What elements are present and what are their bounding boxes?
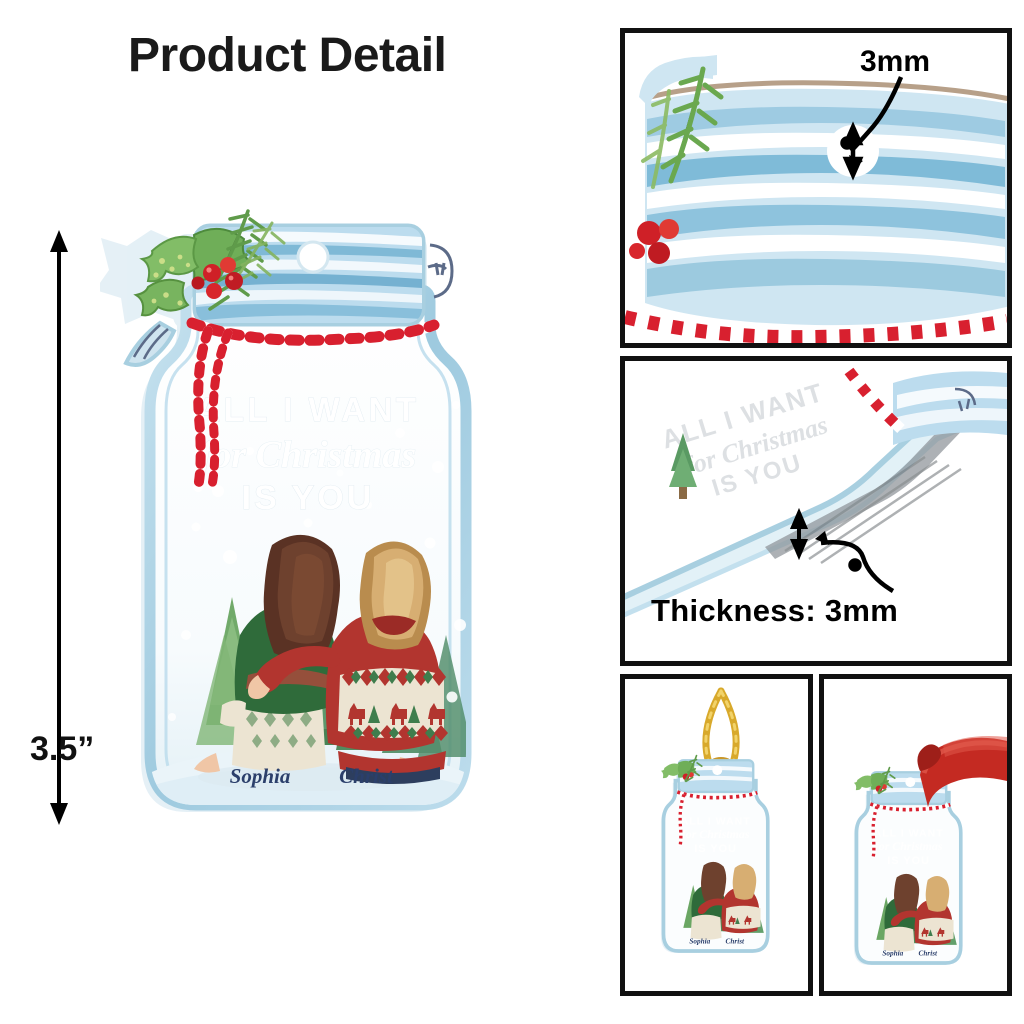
bakers-twine: [186, 317, 440, 492]
bakers-twine: [844, 367, 905, 434]
dimension-arrow-icon: [50, 230, 68, 825]
callout-leader: [815, 531, 895, 593]
svg-text:Sophia: Sophia: [689, 938, 710, 946]
holly-berries: [629, 219, 679, 264]
svg-text:IS YOU: IS YOU: [694, 843, 737, 855]
svg-text:Sophia: Sophia: [882, 950, 903, 958]
panel-red-ribbon-view: ALL I WANT for Christmas IS YOU Sophia C…: [819, 674, 1012, 996]
pine-sprig: [660, 66, 724, 184]
hanging-hole: [296, 240, 330, 274]
height-label: 3.5”: [30, 730, 95, 768]
name-woman: Sophia: [230, 764, 291, 788]
panel-thickness-detail: ALL I WANT for Christmas IS YOU: [620, 356, 1012, 666]
ornament-quote: ALL I WANT for Christmas IS YOU: [196, 391, 419, 518]
red-ribbon-hanger: [917, 736, 1007, 807]
svg-text:ALL I WANT: ALL I WANT: [874, 827, 944, 839]
lid-corner: [893, 371, 1007, 445]
holly-berries: [191, 257, 243, 299]
couple-illustration: [194, 534, 448, 791]
svg-text:IS YOU: IS YOU: [887, 855, 930, 867]
height-dimension: 3.5”: [18, 230, 128, 830]
panel-gold-cord-view: ALL I WANT for Christmas IS YOU Sophia C…: [620, 674, 813, 996]
holly-decoration: [123, 209, 286, 367]
mini-tree: [669, 433, 697, 499]
callout-leader: [840, 76, 904, 169]
panel-hole-detail: 3mm: [620, 28, 1012, 348]
ornament-names: Sophia Christ: [230, 764, 394, 788]
bakers-twine: [625, 310, 1007, 343]
quote-line-3: IS YOU: [242, 479, 375, 517]
quote-line-2: for Christmas: [200, 434, 416, 476]
zoomed-lid: [639, 55, 1007, 326]
svg-text:ALL I WANT: ALL I WANT: [681, 815, 751, 827]
svg-text:Christ: Christ: [919, 950, 939, 958]
mini-ornament: ALL I WANT for Christmas IS YOU Sophia C…: [660, 754, 770, 953]
name-man: Christ: [339, 764, 394, 788]
figure-man: [248, 541, 448, 784]
page-title: Product Detail: [128, 29, 447, 82]
lid-clasp-icon: [954, 387, 977, 412]
thickness-arrow: [789, 507, 809, 561]
quote-line-1: ALL I WANT: [196, 391, 419, 428]
snow-dots: [168, 401, 466, 721]
svg-text:for Christmas: for Christmas: [875, 839, 943, 853]
mini-ornament: ALL I WANT for Christmas IS YOU Sophia C…: [853, 766, 963, 965]
svg-text:for Christmas: for Christmas: [682, 827, 750, 841]
lid-clasp-icon: [427, 243, 454, 299]
svg-text:Christ: Christ: [726, 938, 746, 946]
reindeer-motif: [348, 703, 445, 725]
main-ornament-illustration: ALL I WANT for Christmas IS YOU Sophia C…: [100, 205, 520, 845]
